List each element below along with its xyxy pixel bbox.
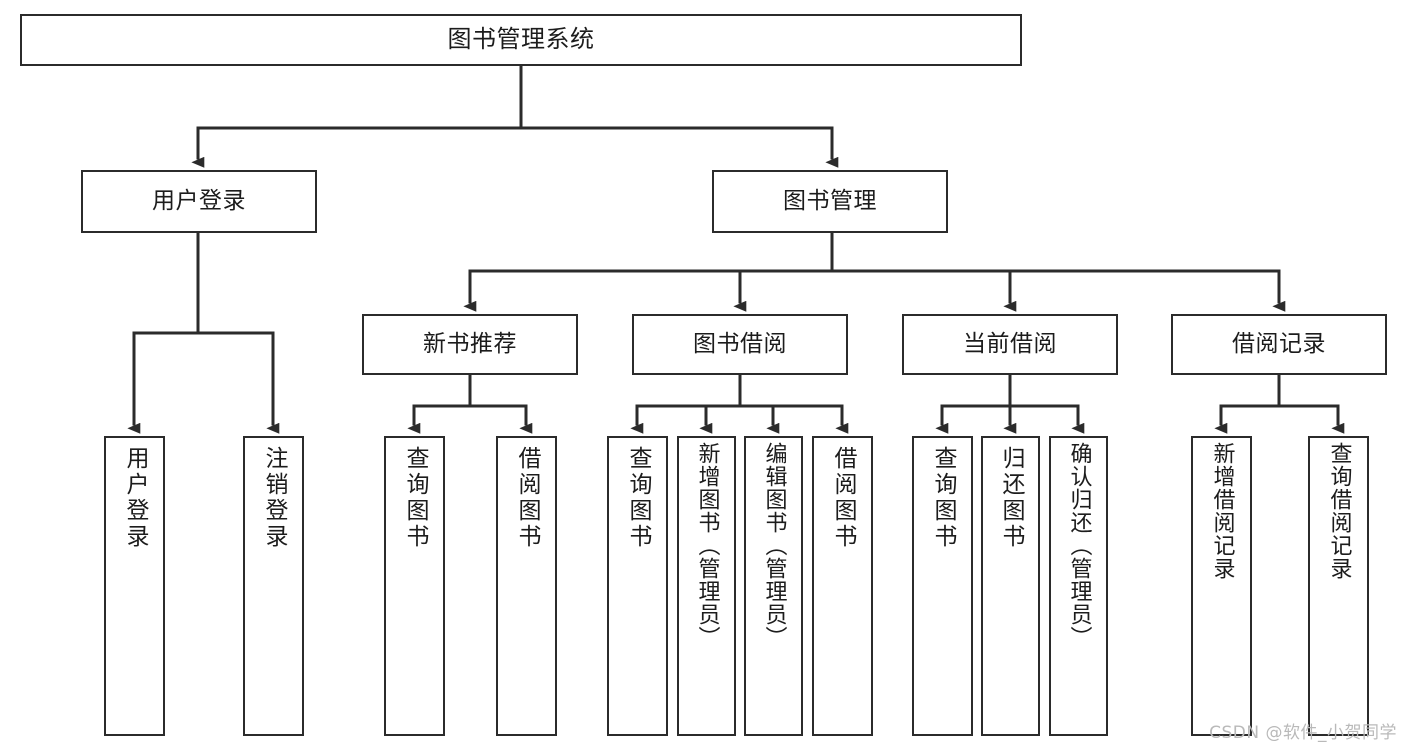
node-label: 借阅记录 [1232, 331, 1326, 358]
node-leaf-edit-book[interactable]: 编辑图书（管理员） [744, 436, 803, 736]
node-label: 注销登录 [261, 446, 287, 550]
node-book-borrow[interactable]: 图书借阅 [632, 314, 848, 375]
node-borrow-record[interactable]: 借阅记录 [1171, 314, 1387, 375]
node-label: 查询借阅记录 [1326, 442, 1352, 580]
node-label: 当前借阅 [963, 331, 1057, 358]
node-leaf-add-record[interactable]: 新增借阅记录 [1191, 436, 1252, 736]
node-label: 借阅图书 [514, 446, 540, 550]
node-label: 新增图书（管理员） [694, 442, 720, 649]
node-label: 归还图书 [998, 446, 1024, 550]
node-leaf-query-book-3[interactable]: 查询图书 [912, 436, 973, 736]
node-leaf-user-login[interactable]: 用户登录 [104, 436, 165, 736]
node-label: 新增借阅记录 [1209, 442, 1235, 580]
node-leaf-return-book[interactable]: 归还图书 [981, 436, 1040, 736]
node-leaf-logout[interactable]: 注销登录 [243, 436, 304, 736]
node-label: 用户登录 [122, 446, 148, 550]
node-label: 图书管理 [783, 188, 877, 215]
node-label: 查询图书 [402, 446, 428, 550]
node-root-system[interactable]: 图书管理系统 [20, 14, 1022, 66]
node-label: 确认归还（管理员） [1066, 442, 1092, 649]
node-leaf-query-record[interactable]: 查询借阅记录 [1308, 436, 1369, 736]
node-label: 用户登录 [152, 188, 246, 215]
node-label: 查询图书 [930, 446, 956, 550]
node-label: 图书管理系统 [447, 25, 595, 54]
node-leaf-query-book-2[interactable]: 查询图书 [607, 436, 668, 736]
node-user-login[interactable]: 用户登录 [81, 170, 317, 233]
node-label: 图书借阅 [693, 331, 787, 358]
node-new-book-recommend[interactable]: 新书推荐 [362, 314, 578, 375]
node-leaf-borrow-book-1[interactable]: 借阅图书 [496, 436, 557, 736]
node-leaf-borrow-book-2[interactable]: 借阅图书 [812, 436, 873, 736]
node-label: 编辑图书（管理员） [761, 442, 787, 649]
node-book-manage[interactable]: 图书管理 [712, 170, 948, 233]
node-leaf-add-book[interactable]: 新增图书（管理员） [677, 436, 736, 736]
node-label: 查询图书 [625, 446, 651, 550]
node-current-borrow[interactable]: 当前借阅 [902, 314, 1118, 375]
node-leaf-query-book-1[interactable]: 查询图书 [384, 436, 445, 736]
node-leaf-confirm-return[interactable]: 确认归还（管理员） [1049, 436, 1108, 736]
node-label: 借阅图书 [830, 446, 856, 550]
node-label: 新书推荐 [423, 331, 517, 358]
